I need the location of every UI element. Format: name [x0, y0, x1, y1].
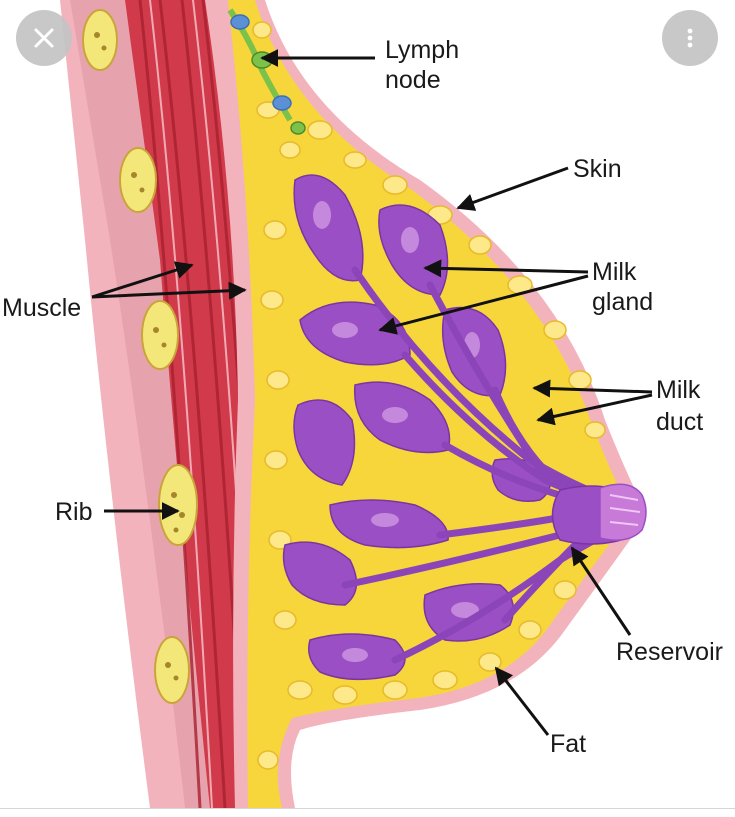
label-rib: Rib: [55, 498, 93, 526]
label-milk-gland: Milk gland: [592, 258, 653, 316]
label-milk-duct: Milk duct: [656, 376, 707, 436]
arrow-milk-gland-1: [423, 259, 589, 278]
more-options-button[interactable]: [662, 10, 718, 66]
label-fat: Fat: [550, 730, 586, 758]
arrow-milk-gland-2: [378, 274, 589, 335]
nipple: [599, 483, 647, 541]
more-vertical-icon: [687, 28, 693, 48]
arrow-skin: [456, 166, 569, 211]
fat-lobules: [252, 21, 606, 770]
gland-highlights: [313, 201, 480, 662]
arrow-milk-duct-1: [532, 379, 653, 398]
arrow-reservoir: [570, 546, 632, 636]
bottom-divider: [0, 808, 735, 809]
arrow-fat: [494, 666, 550, 736]
rib-marrow: [94, 32, 185, 681]
label-lymph-node: Lymph node: [385, 36, 466, 94]
arrow-milk-duct-2: [536, 393, 653, 426]
close-button[interactable]: [16, 10, 72, 66]
label-skin: Skin: [573, 155, 622, 183]
rib-column: [70, 0, 220, 808]
lymph-nodes: [227, 8, 306, 135]
arrow-muscle-1: [91, 261, 194, 299]
label-reservoir: Reservoir: [616, 638, 723, 666]
arrow-muscle-2: [91, 281, 247, 300]
ribs: [82, 9, 198, 704]
label-arrows: [91, 49, 653, 736]
label-muscle: Muscle: [2, 294, 81, 322]
close-icon: [34, 28, 54, 48]
nipple-highlights: [609, 494, 641, 526]
